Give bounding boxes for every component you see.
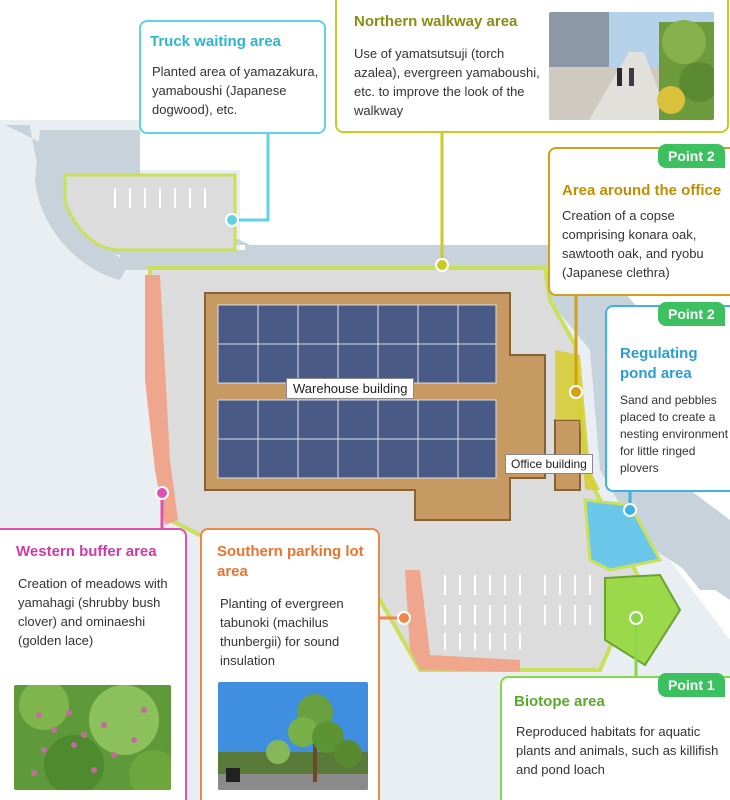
office-copse: [555, 350, 600, 490]
callout-body: Reproduced habitats for aquatic plants a…: [516, 724, 719, 777]
callout-southern-parking: Southern parking lot area Planting of ev…: [200, 528, 380, 800]
callout-title: Area around the office: [562, 182, 722, 199]
truck-stalls: [114, 188, 206, 208]
dot-pond: [623, 503, 637, 517]
dot-southern: [397, 611, 411, 625]
callout-truck-waiting: Truck waiting area Planted area of yamaz…: [139, 20, 326, 134]
solar-grid: [218, 305, 496, 478]
callout-office-area: Area around the office Creation of a cop…: [548, 147, 730, 296]
callout-title: Truck waiting area: [150, 33, 281, 50]
callout-body: Planted area of yamazakura, yamaboushi (…: [152, 64, 319, 117]
badge-point-1-biotope: Point 1: [658, 673, 725, 697]
callout-body: Creation of meadows with yamahagi (shrub…: [18, 576, 168, 648]
badge-point-2-pond: Point 2: [658, 302, 725, 326]
callout-northern-walkway: Northern walkway area Use of yamatsutsuj…: [335, 0, 729, 133]
callout-title: Northern walkway area: [354, 13, 518, 30]
truck-waiting-lot: [63, 173, 237, 252]
dot-northern: [435, 258, 449, 272]
dot-western: [155, 486, 169, 500]
road-strip-west: [35, 130, 140, 280]
office-label: Office building: [505, 454, 593, 474]
dot-truck: [225, 213, 239, 227]
callout-title: Biotope area: [514, 693, 605, 710]
connector-truck: [232, 132, 270, 222]
southern-parking-strip: [405, 570, 520, 672]
callout-body: Sand and pebbles placed to create a nest…: [620, 393, 729, 475]
meadow-photo: [14, 685, 171, 790]
callout-body: Use of yamatsutsuji (torch azalea), ever…: [354, 46, 540, 118]
callout-western-buffer: Western buffer area Creation of meadows …: [0, 528, 187, 800]
walkway-photo: [549, 12, 714, 120]
callout-title: Western buffer area: [16, 543, 157, 560]
badge-point-2-office: Point 2: [658, 144, 725, 168]
callout-regulating-pond: Regulating pond area Sand and pebbles pl…: [605, 305, 730, 492]
dot-office: [569, 385, 583, 399]
callout-title: Regulating pond area: [620, 345, 698, 382]
regulating-pond: [583, 498, 663, 572]
callout-title: Southern parking lot area: [217, 543, 364, 580]
dot-biotope: [629, 611, 643, 625]
western-buffer-strip: [145, 275, 178, 525]
road-strip-east: [640, 490, 730, 590]
callout-body: Planting of evergreen tabunoki (machilus…: [220, 596, 344, 668]
parking-stalls: [444, 575, 591, 650]
callout-body: Creation of a copse comprising konara oa…: [562, 208, 704, 280]
warehouse-label: Warehouse building: [286, 378, 415, 399]
tabunoki-photo: [218, 682, 368, 790]
